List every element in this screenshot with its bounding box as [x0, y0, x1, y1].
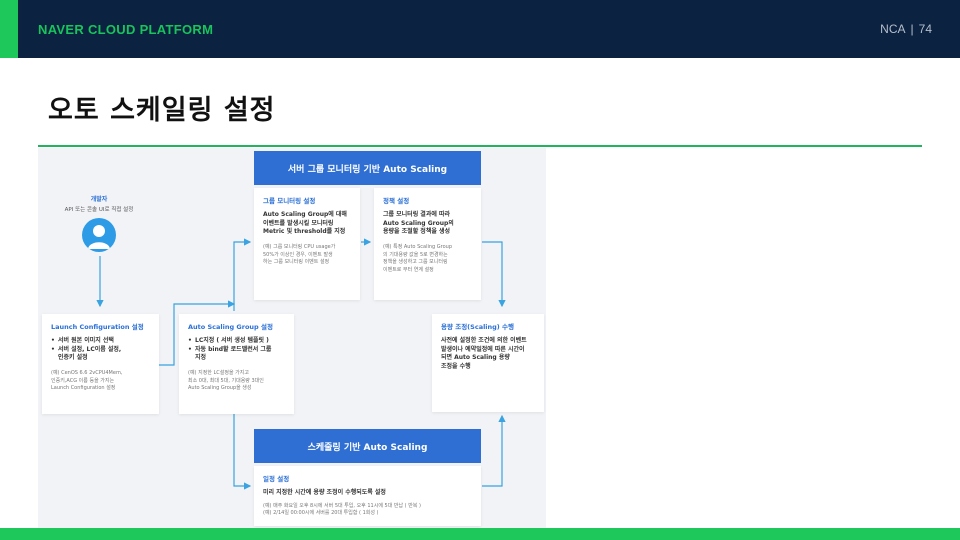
asg-note-2: 최소 0대, 최대 5대, 기대용량 3대인 [188, 377, 264, 384]
policy-note-1: (예) 특정 Auto Scaling Group [383, 244, 452, 251]
developer-title: 개발자 [90, 196, 108, 203]
policy-card: 정책 설정 그룹 모니터링 결과에 따라 Auto Scaling Group의… [374, 188, 481, 300]
group-monitoring-note-3: 하는 그룹 모니터링 이벤트 설정 [263, 259, 330, 266]
brand-label: NAVER CLOUD PLATFORM [38, 22, 214, 37]
arrow-schedule-to-scaling [482, 414, 506, 487]
launch-config-bullet-2-text: 서버 설정, LC이름 설정, [58, 345, 122, 353]
schedule-card: 일정 설정 미리 지정한 시간에 용량 조정이 수행되도록 설정 (예) 매주 … [254, 466, 481, 526]
launch-config-title: Launch Configuration 설정 [51, 323, 144, 331]
bullet-dot: • [51, 345, 55, 353]
launch-config-bullet-2: •서버 설정, LC이름 설정, [51, 346, 150, 355]
asg-title: Auto Scaling Group 설정 [188, 323, 273, 331]
arrow-asg-to-monitoring [233, 238, 252, 311]
monitoring-based-header: 서버 그룹 모니터링 기반 Auto Scaling [254, 151, 481, 185]
launch-config-note-3: Launch Configuration 설정 [51, 385, 116, 392]
slide-title: 오토 스케일링 설정 [48, 95, 276, 126]
asg-note-1: (예) 지정한 LC설정을 가지고 [188, 370, 249, 377]
group-monitoring-note-1: (예) 그룹 모니터링 CPU usage가 [263, 244, 336, 251]
group-monitoring-card: 그룹 모니터링 설정 Auto Scaling Group에 대해 이벤트를 발… [254, 188, 360, 300]
schedule-title: 일정 설정 [263, 475, 290, 483]
launch-config-note: (예) CenOS 6.6 2vCPU4Mem, 인증키,ACG 이름 등을 가… [51, 370, 150, 393]
separator: | [910, 22, 914, 36]
policy-note: (예) 특정 Auto Scaling Group 의 기대용량 값을 5로 변… [383, 244, 472, 274]
arrow-asg-to-schedule [233, 413, 252, 490]
group-monitoring-desc-1: Auto Scaling Group에 대해 [263, 211, 347, 218]
launch-config-bullet-3: 인증키 설정 [51, 354, 150, 363]
autoscaling-diagram: 개발자 API 또는 콘솔 UI로 직접 설정 서버 그룹 모니터링 기반 Au… [38, 148, 546, 530]
page-reference: NCA | 74 [880, 22, 932, 36]
arrow-policy-to-scaling [482, 241, 506, 308]
asg-bullet-1-text: LC지정 ( 서버 생성 템플릿 ) [195, 337, 269, 344]
policy-note-3: 정책을 생성하고 그룹 모니터링 [383, 259, 448, 266]
scaling-desc-2: 발생이나 예약일정에 따른 시간이 [441, 345, 525, 353]
title-divider [38, 145, 922, 147]
launch-config-note-1: (예) CenOS 6.6 2vCPU4Mem, [51, 370, 123, 377]
asg-card: Auto Scaling Group 설정 •LC지정 ( 서버 생성 템플릿 … [179, 314, 294, 414]
asg-note: (예) 지정한 LC설정을 가지고 최소 0대, 최대 5대, 기대용량 3대인… [188, 370, 285, 393]
developer-subtitle: API 또는 콘솔 UI로 직접 설정 [64, 207, 134, 213]
policy-desc-1: 그룹 모니터링 결과에 따라 [383, 211, 450, 218]
group-monitoring-desc-3: Metric 및 threshold를 지정 [263, 228, 346, 236]
asg-bullet-2-text: 자동 bind할 로드밸런서 그룹 [195, 345, 272, 353]
bottom-bar [0, 528, 960, 540]
launch-config-card: Launch Configuration 설정 •서버 원본 이미지 선택 •서… [42, 314, 159, 414]
scaling-card: 용량 조정(Scaling) 수행 사전에 설정한 조건에 의한 이벤트 발생이… [432, 314, 544, 412]
schedule-note: (예) 매주 화요일 오후 8시에 서버 5대 투입, 오후 11시에 5대 반… [263, 503, 472, 518]
asg-bullet-3: 지정 [188, 354, 285, 363]
asg-bullet-1: •LC지정 ( 서버 생성 템플릿 ) [188, 337, 285, 346]
asg-note-3: Auto Scaling Group을 생성 [188, 385, 252, 392]
launch-config-bullet-1: •서버 원본 이미지 선택 [51, 337, 150, 346]
group-monitoring-title: 그룹 모니터링 설정 [263, 197, 316, 205]
flow-arrows [96, 238, 506, 490]
launch-config-note-2: 인증키,ACG 이름 등을 가지는 [51, 377, 115, 384]
page-number: 74 [918, 22, 932, 36]
schedule-based-header: 스케줄링 기반 Auto Scaling [254, 429, 481, 463]
arrow-lc-to-asg [159, 300, 236, 366]
asg-bullet-3-text: 지정 [195, 354, 207, 362]
user-icon [82, 218, 116, 252]
bullet-dot: • [188, 345, 192, 353]
policy-desc-3: 용량을 조절할 정책을 생성 [383, 228, 450, 236]
policy-title: 정책 설정 [383, 197, 410, 205]
scaling-desc-1: 사전에 설정한 조건에 의한 이벤트 [441, 337, 527, 344]
scaling-title: 용량 조정(Scaling) 수행 [441, 323, 515, 331]
policy-note-2: 의 기대용량 값을 5로 변경하는 [383, 251, 448, 258]
top-bar-accent [0, 0, 18, 58]
group-monitoring-note: (예) 그룹 모니터링 CPU usage가 50%가 이상인 경우, 이벤트 … [263, 244, 351, 267]
asg-bullet-2: •자동 bind할 로드밸런서 그룹 [188, 346, 285, 355]
schedule-note-2: (예) 2/14일 00:00시에 서버를 20대 투입함 ( 1회성 ) [263, 510, 379, 517]
course-label: NCA [880, 22, 906, 36]
launch-config-bullet-3-text: 인증키 설정 [58, 354, 88, 362]
schedule-note-1: (예) 매주 화요일 오후 8시에 서버 5대 투입, 오후 11시에 5대 반… [263, 502, 421, 509]
policy-note-4: 이벤트로 부터 연계 설정 [383, 266, 434, 273]
group-monitoring-note-2: 50%가 이상인 경우, 이벤트 발생 [263, 251, 333, 258]
schedule-desc: 미리 지정한 시간에 용량 조정이 수행되도록 설정 [263, 489, 386, 496]
bullet-dot: • [51, 337, 55, 344]
policy-desc-2: Auto Scaling Group의 [383, 219, 454, 227]
scaling-desc-3: 되면 Auto Scaling 용량 [441, 354, 510, 362]
launch-config-bullet-1-text: 서버 원본 이미지 선택 [58, 337, 114, 344]
bullet-dot: • [188, 337, 192, 344]
scaling-desc-4: 조정을 수행 [441, 363, 471, 371]
top-bar: NAVER CLOUD PLATFORM NCA | 74 [0, 0, 960, 58]
group-monitoring-desc-2: 이벤트를 발생시킬 모니터링 [263, 219, 334, 227]
